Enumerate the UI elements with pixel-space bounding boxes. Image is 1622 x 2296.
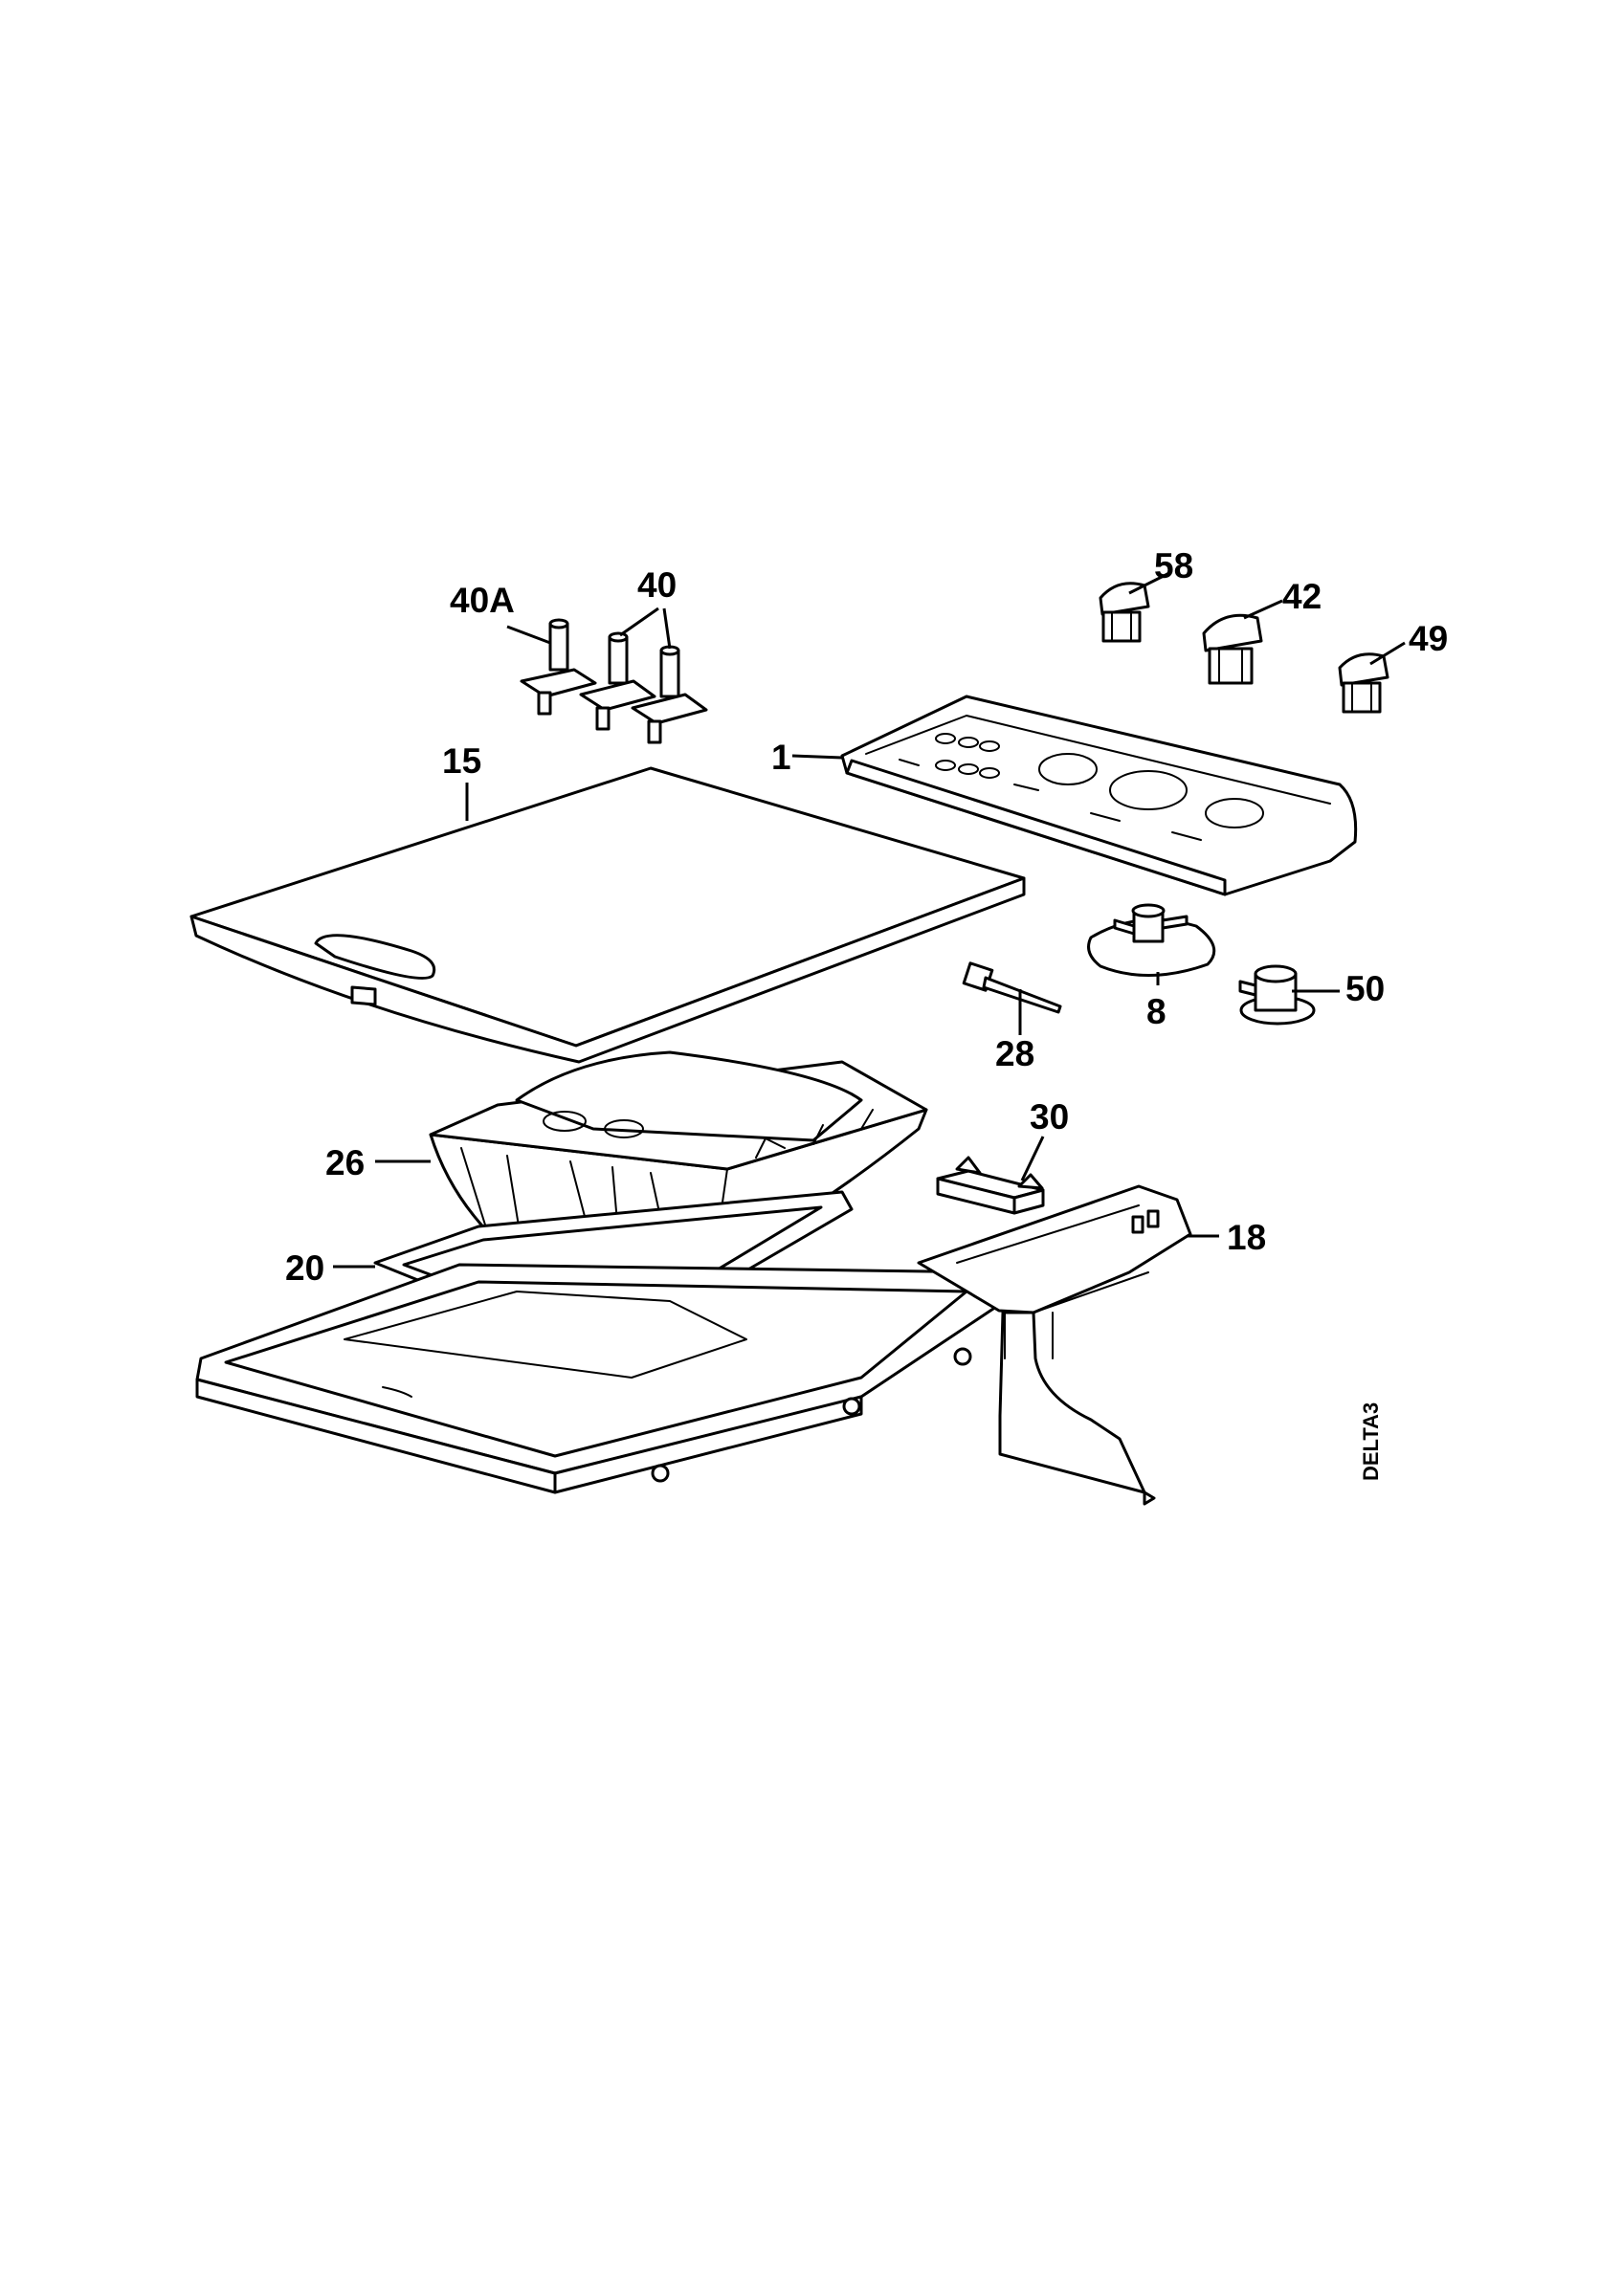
callout-49: 49 <box>1409 619 1448 658</box>
callout-40: 40 <box>637 565 677 605</box>
callout-28: 28 <box>995 1034 1034 1073</box>
part-50-valve <box>1238 964 1316 1026</box>
callout-30: 30 <box>1030 1097 1069 1137</box>
callout-8: 8 <box>1146 992 1167 1031</box>
callout-labels: 40A 40 58 42 49 15 1 8 50 28 26 30 20 18 <box>285 546 1448 1288</box>
callout-42: 42 <box>1282 577 1322 616</box>
part-28-probe <box>962 961 1062 1014</box>
callout-1: 1 <box>771 738 791 777</box>
callout-50: 50 <box>1345 969 1385 1008</box>
part-40-switch-pins <box>579 631 708 744</box>
part-15-lid <box>189 766 1026 1064</box>
part-1-control-panel <box>840 695 1358 896</box>
part-49-knob <box>1338 652 1389 714</box>
part-42-knob <box>1202 613 1263 685</box>
callout-26: 26 <box>325 1143 365 1182</box>
callout-40a: 40A <box>450 581 515 620</box>
base-frame <box>195 1263 1007 1494</box>
part-18-housing <box>917 1184 1192 1506</box>
callout-58: 58 <box>1154 546 1193 585</box>
callout-15: 15 <box>442 741 481 781</box>
drawing-code: DELTA3 <box>1359 1402 1383 1481</box>
callout-20: 20 <box>285 1248 324 1288</box>
leader-lines <box>333 572 1406 1269</box>
part-58-knob <box>1099 582 1150 643</box>
part-40a-switch-pin <box>520 618 597 716</box>
part-30-clip <box>936 1156 1045 1215</box>
callout-18: 18 <box>1227 1218 1266 1257</box>
part-8-valve <box>1087 903 1216 978</box>
